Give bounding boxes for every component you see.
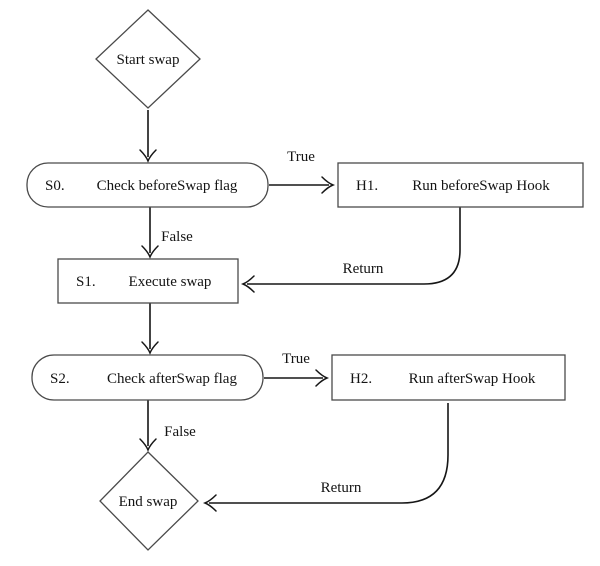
s0-rounded-rect-shape (26, 162, 269, 208)
node-s2: S2. Check afterSwap flag (31, 354, 264, 401)
edge-start-to-s0 (139, 110, 157, 164)
node-s0-id: S0. (45, 178, 65, 194)
edge-s0-to-s1: False (141, 207, 193, 260)
edge-label-return-1: Return (343, 261, 384, 277)
edge-label-return-2: Return (321, 480, 362, 496)
h1-rect-shape (337, 162, 584, 208)
node-end: End swap (99, 451, 199, 551)
edge-label-false-1: False (161, 229, 193, 245)
s1-rect-shape (57, 258, 239, 304)
node-h1-label: Run beforeSwap Hook (412, 178, 550, 194)
arrowhead-left-icon (240, 275, 255, 293)
node-h2-id: H2. (350, 371, 372, 387)
s2-rounded-rect-shape (31, 354, 264, 401)
arrowhead-down-icon (139, 149, 157, 164)
node-s2-label: Check afterSwap flag (107, 371, 237, 387)
edge-h1-to-s1: Return (240, 207, 461, 293)
edge-label-true-1: True (287, 149, 315, 165)
edge-label-false-2: False (164, 424, 196, 440)
arrowhead-left-icon (202, 494, 217, 512)
edge-line (209, 403, 449, 504)
node-start-label: Start swap (117, 52, 180, 68)
arrowhead-down-icon (141, 245, 159, 260)
node-s1-label: Execute swap (129, 274, 212, 290)
start-diamond-shape (95, 9, 201, 109)
edge-s2-to-end: False (139, 400, 196, 453)
node-s1-id: S1. (76, 274, 96, 290)
node-start: Start swap (95, 9, 201, 109)
edge-label-true-2: True (282, 351, 310, 367)
node-h2-label: Run afterSwap Hook (409, 371, 536, 387)
node-end-label: End swap (119, 494, 178, 510)
arrowhead-right-icon (321, 176, 336, 194)
edge-s1-to-s2 (141, 303, 159, 356)
node-s0: S0. Check beforeSwap flag (26, 162, 269, 208)
arrowhead-right-icon (315, 369, 330, 387)
edge-line (247, 207, 461, 285)
h2-rect-shape (331, 354, 566, 401)
arrowhead-down-icon (141, 341, 159, 356)
node-s1: S1. Execute swap (57, 258, 239, 304)
edge-h2-to-end: Return (202, 403, 449, 512)
edge-s0-to-h1: True (269, 149, 336, 194)
node-s0-label: Check beforeSwap flag (97, 178, 238, 194)
node-s2-id: S2. (50, 371, 70, 387)
node-h1: H1. Run beforeSwap Hook (337, 162, 584, 208)
edge-s2-to-h2: True (264, 351, 330, 387)
arrowhead-down-icon (139, 438, 157, 453)
end-diamond-shape (99, 451, 199, 551)
node-h1-id: H1. (356, 178, 378, 194)
node-h2: H2. Run afterSwap Hook (331, 354, 566, 401)
